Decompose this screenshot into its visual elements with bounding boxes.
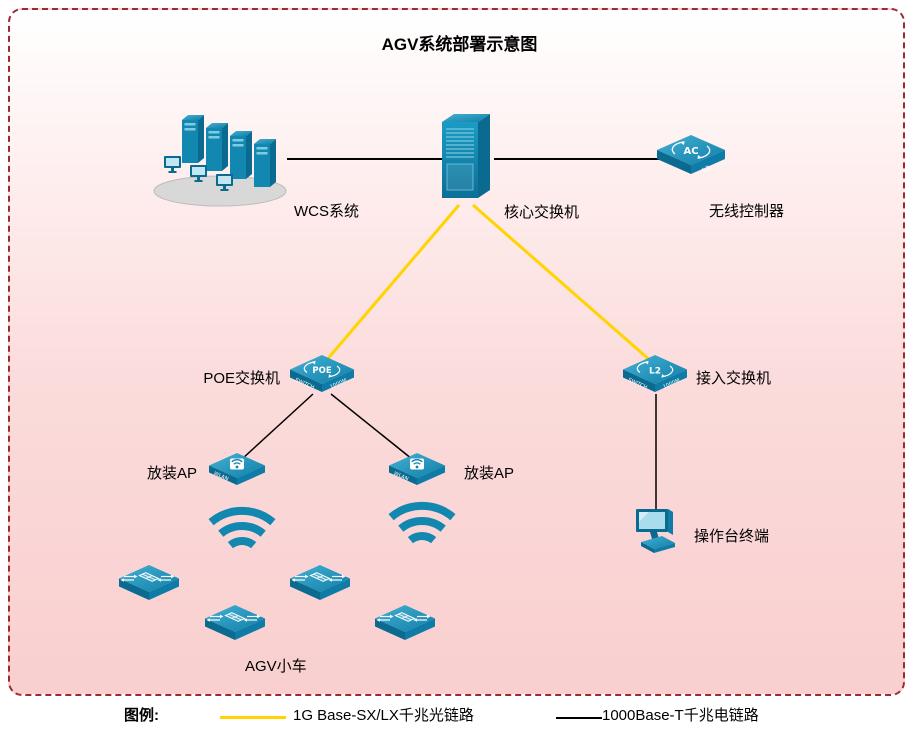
- core-label: 核心交换机: [504, 204, 580, 221]
- ac-badge: AC: [683, 146, 698, 157]
- wcs-label: WCS系统: [294, 203, 359, 220]
- ap1-icon: [208, 452, 266, 486]
- diagram-title: AGV系统部署示意图: [381, 35, 538, 54]
- agv-car-icon: [289, 564, 351, 601]
- core-switch-icon: [442, 114, 490, 198]
- terminal-label: 操作台终端: [694, 528, 770, 545]
- agv-car-icon: [374, 604, 436, 641]
- agv-car-icon: [118, 564, 180, 601]
- link-poe-ap2: [330, 393, 413, 460]
- wcs-servers-icon: [153, 115, 287, 207]
- legend-copper-line: [556, 717, 602, 719]
- access-badge: L2: [649, 367, 661, 377]
- access-switch-icon: L2 SWITCH 1000M: [623, 355, 687, 392]
- ap2-label: 放装AP: [464, 465, 515, 482]
- legend-fiber-line: [220, 716, 286, 719]
- link-poe-ap1: [241, 393, 314, 460]
- legend-copper-label: 1000Base-T千兆电链路: [602, 707, 759, 724]
- legend-fiber-label: 1G Base-SX/LX千兆光链路: [293, 707, 474, 724]
- link-core-access: [472, 203, 653, 364]
- poe-switch-icon: POE SWITCH 1000M: [290, 355, 354, 392]
- wifi-signal-icon: [382, 497, 462, 552]
- operator-terminal-icon: [636, 509, 675, 553]
- wifi-signal-icon: [202, 502, 282, 557]
- ac-label: 无线控制器: [709, 203, 785, 220]
- ac-tier-text: L3: [701, 164, 711, 174]
- poe-badge: POE: [312, 366, 331, 376]
- poe-label: POE交换机: [203, 370, 280, 387]
- wireless-controller-icon: AC L3: [657, 135, 725, 174]
- access-label: 接入交换机: [696, 370, 772, 387]
- agv-label: AGV小车: [245, 658, 307, 675]
- link-core-poe: [323, 204, 461, 363]
- agv-car-icon: [204, 604, 266, 641]
- legend-heading: 图例:: [124, 707, 159, 724]
- ap2-icon: [388, 452, 446, 486]
- ap1-label: 放装AP: [147, 465, 198, 482]
